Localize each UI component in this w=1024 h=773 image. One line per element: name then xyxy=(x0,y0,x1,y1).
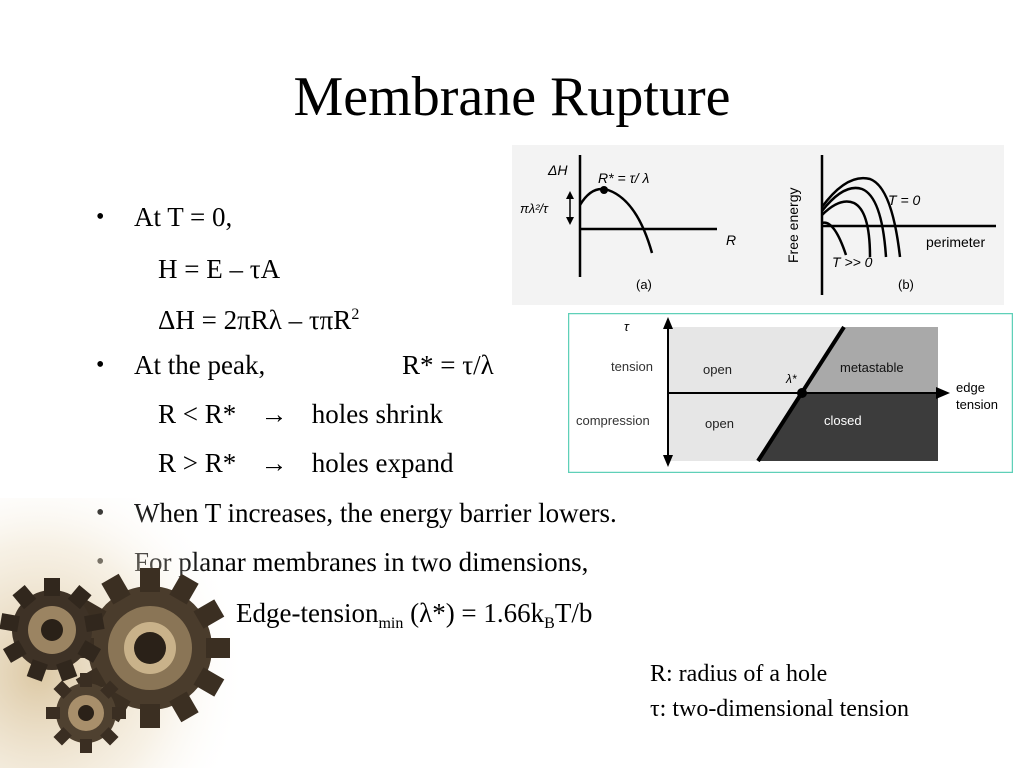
bullet-at-t-zero: At T = 0, xyxy=(134,202,233,232)
metastable-region xyxy=(802,327,938,393)
edge-tension-middle: (λ*) = 1.66k xyxy=(403,598,545,628)
panel-a: ΔH R* = τ/ λ πλ²/τ R (a) xyxy=(520,155,736,292)
condition-expand: R > R* → holes expand xyxy=(158,446,453,480)
tension-label: tension xyxy=(611,359,653,374)
edge-tension-subscript: min xyxy=(378,615,404,632)
phase-diagram: τ tension compression open open metastab… xyxy=(568,313,1013,473)
panel-b-curve-high-t xyxy=(821,221,848,256)
panel-a-x-label: R xyxy=(726,232,736,248)
lambda-star-label: λ* xyxy=(785,372,797,386)
edge-axis-label-2: tension xyxy=(956,397,998,412)
note-radius: R: radius of a hole xyxy=(650,661,828,687)
arrow-right-icon xyxy=(936,387,950,399)
bullet-at-the-peak: At the peak, xyxy=(134,350,266,380)
edge-tension-equation: Edge-tensionmin (λ*) = 1.66kBT/b xyxy=(236,596,592,641)
open-bottom-label: open xyxy=(705,416,734,431)
panel-b-curve-t0 xyxy=(820,176,902,258)
bottom-gear-icon xyxy=(46,673,126,753)
right-arrow-icon: → xyxy=(260,448,288,478)
slide-title: Membrane Rupture xyxy=(293,66,731,128)
panel-b-x-label: perimeter xyxy=(926,234,985,250)
small-gear-icon xyxy=(0,578,105,682)
condition-shrink-right: holes shrink xyxy=(311,399,443,429)
metastable-label: metastable xyxy=(840,360,904,375)
panel-b-caption: (b) xyxy=(898,277,914,292)
bullet-dot: • xyxy=(96,204,105,230)
closed-region xyxy=(758,393,938,461)
arrow-down-icon xyxy=(566,217,574,225)
panel-b-curve-mid xyxy=(821,186,888,258)
peak-radius-equation: R* = τ/λ xyxy=(402,350,494,380)
panel-b-thigh-label: T >> 0 xyxy=(832,254,873,270)
boltzmann-subscript: B xyxy=(544,615,555,632)
arrow-down-icon xyxy=(663,455,673,467)
panel-a-peak-label: R* = τ/ λ xyxy=(598,170,650,186)
arrow-up-icon xyxy=(663,317,673,329)
bullet-dot: • xyxy=(96,352,105,378)
panel-a-energy-curve xyxy=(578,187,654,254)
closed-label: closed xyxy=(824,413,862,428)
equation-delta-h: ΔH = 2πRλ – τπR2 xyxy=(158,298,359,337)
energy-figure: ΔH R* = τ/ λ πλ²/τ R (a) Free energy T =… xyxy=(512,145,1004,305)
panel-b: Free energy T = 0 perimeter T >> 0 (b) xyxy=(785,155,996,295)
condition-expand-left: R > R* xyxy=(158,448,237,478)
arrow-up-icon xyxy=(566,191,574,199)
panel-a-y-label: ΔH xyxy=(547,162,568,178)
tau-axis-label: τ xyxy=(624,319,630,334)
gears-decoration xyxy=(0,498,260,773)
panel-b-y-label: Free energy xyxy=(785,188,801,263)
equation-delta-h-main: ΔH = 2πRλ – τπR xyxy=(158,305,352,335)
condition-shrink: R < R* → holes shrink xyxy=(158,397,443,431)
panel-b-curve-mid2 xyxy=(821,200,872,258)
edge-axis-label-1: edge xyxy=(956,380,985,395)
equation-h: H = E – τA xyxy=(158,254,281,284)
edge-tension-suffix: T/b xyxy=(554,598,593,628)
lambda-star-point xyxy=(797,388,807,398)
condition-expand-right: holes expand xyxy=(311,448,454,478)
condition-shrink-left: R < R* xyxy=(158,399,237,429)
open-top-label: open xyxy=(703,362,732,377)
note-tension: τ: two-dimensional tension xyxy=(650,696,909,722)
right-arrow-icon: → xyxy=(260,399,288,429)
panel-a-barrier-label: πλ²/τ xyxy=(520,201,549,216)
panel-b-t0-label: T = 0 xyxy=(888,192,921,208)
compression-label: compression xyxy=(576,413,650,428)
panel-a-peak-point xyxy=(600,186,608,194)
panel-a-caption: (a) xyxy=(636,277,652,292)
equation-delta-h-exponent: 2 xyxy=(351,306,360,323)
